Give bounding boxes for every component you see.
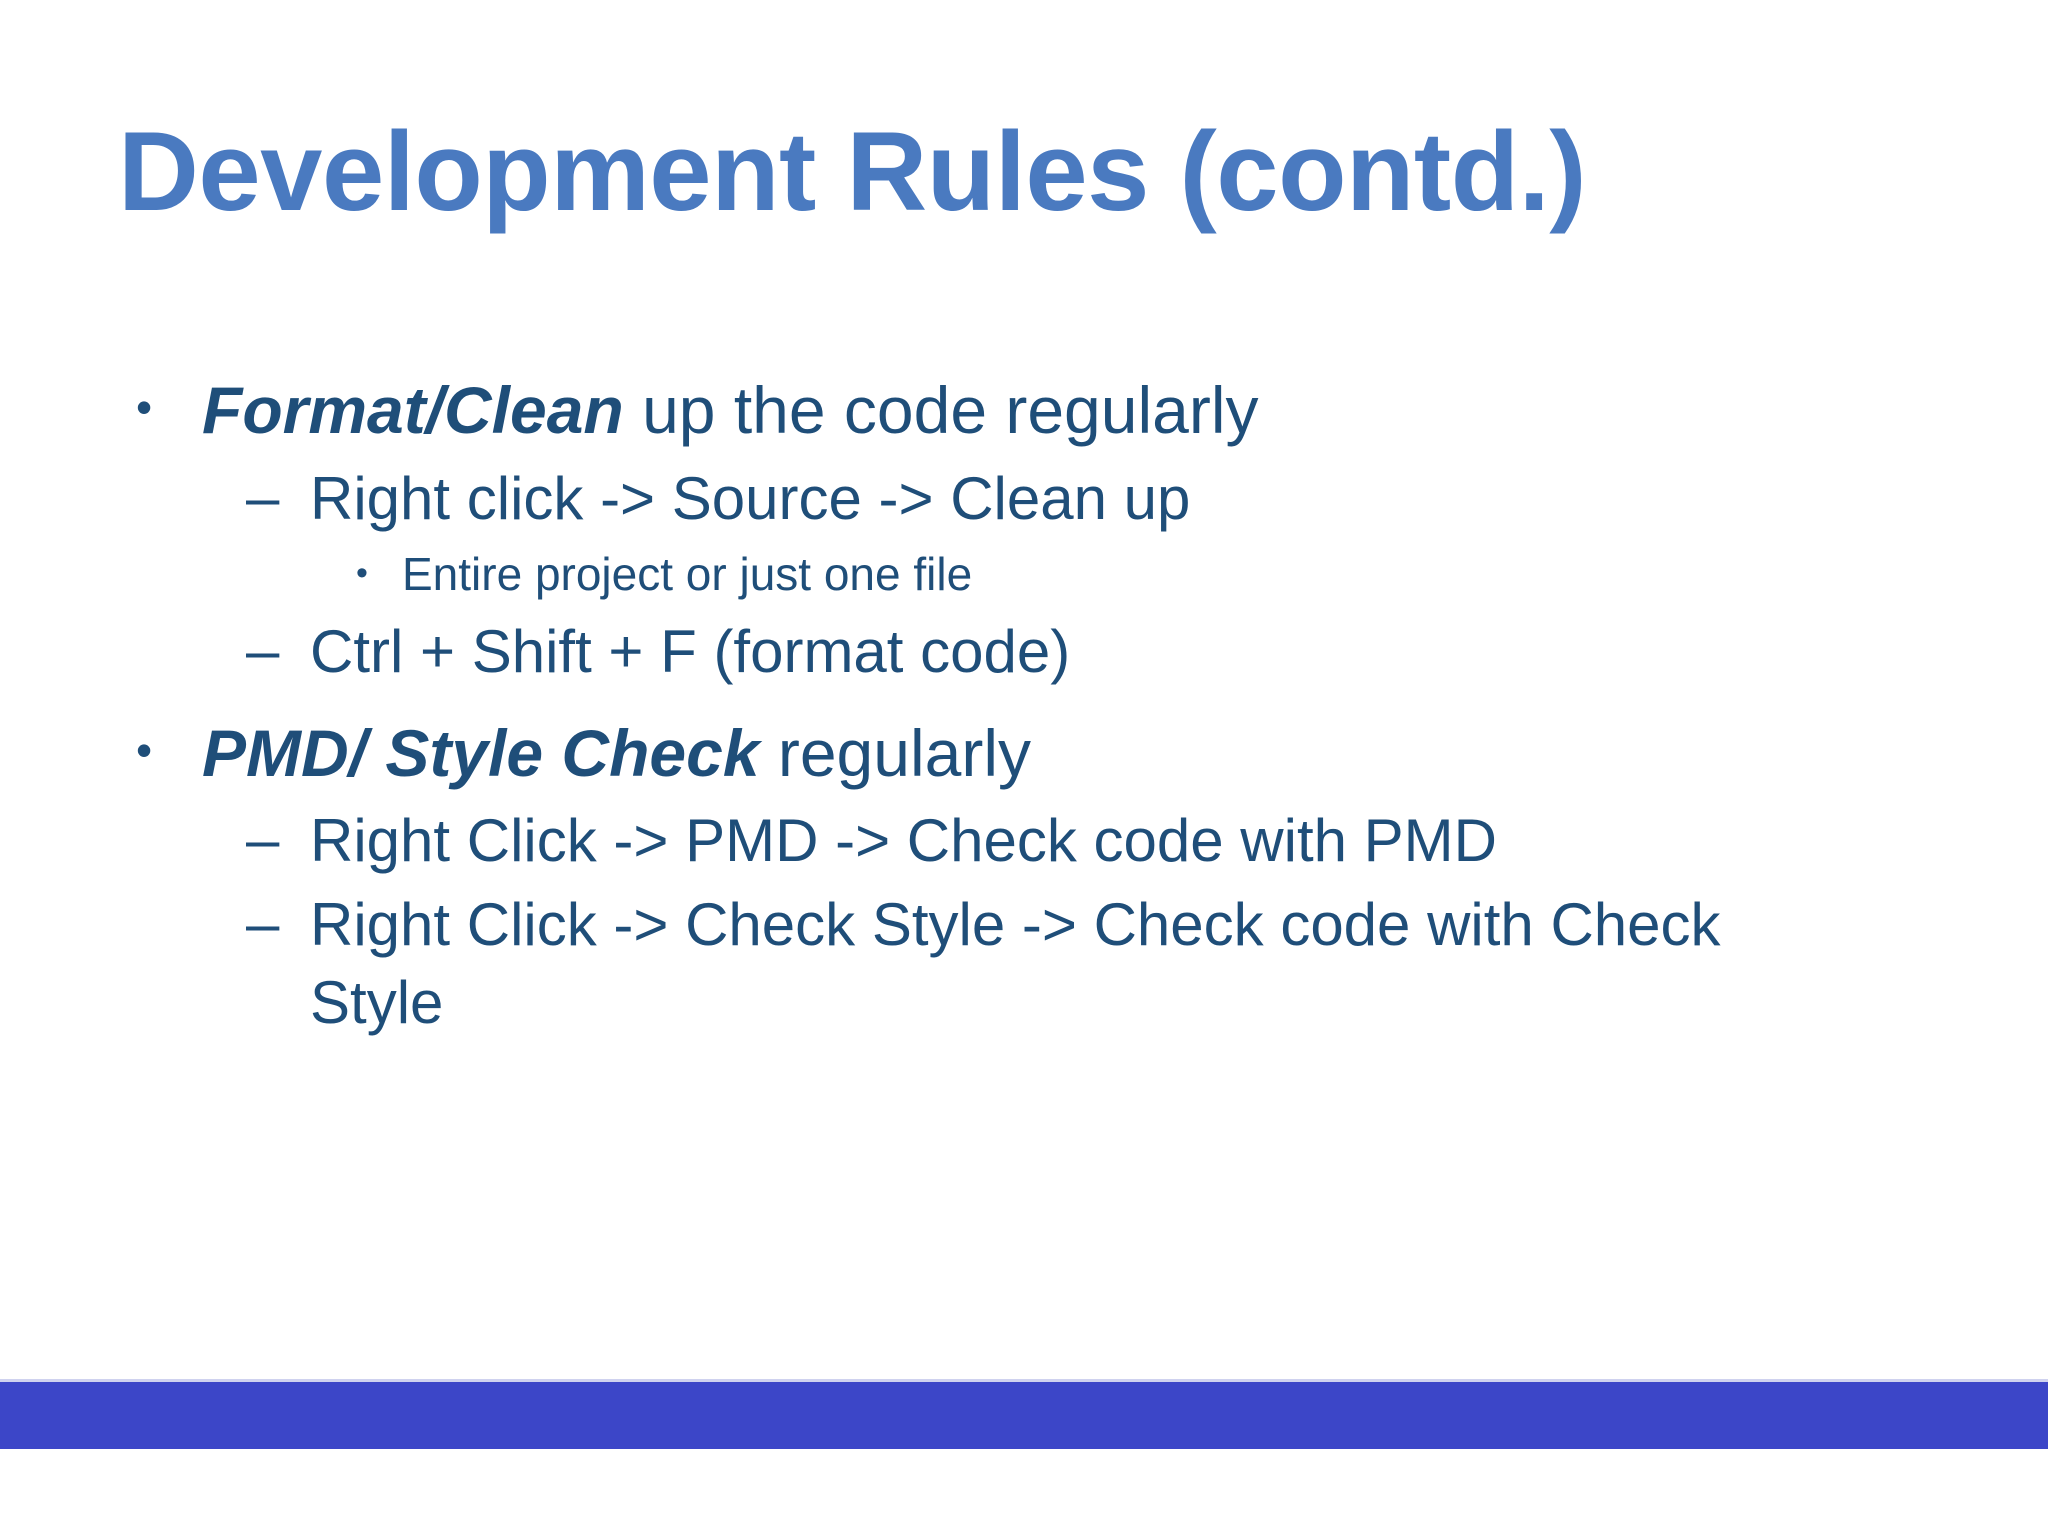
footer-bar-highlight [0,1379,2048,1382]
bullet-emphasis: PMD/ Style Check [202,715,760,790]
bullet-dot-icon: • [136,723,153,776]
bullet-level2-text: Ctrl + Shift + F (format code) [310,617,1071,685]
bullet-level2-ctrl-shift-f: – Ctrl + Shift + F (format code) [118,613,1818,691]
page-title: Development Rules (contd.) [118,109,1587,234]
bullet-emphasis: Format/Clean [202,373,624,447]
bullet-rest: up the code regularly [623,373,1259,447]
footer-accent-bar [0,1382,2048,1449]
slide-body: • Format/Clean up the code regularly – R… [118,368,1818,1048]
bullet-level1-text: Format/Clean up the code regularly [202,368,1818,454]
bullet-level2-right-click-source: – Right click -> Source -> Clean up [118,460,1818,538]
bullet-dash-icon: – [246,616,280,684]
bullet-dash-icon: – [246,890,280,958]
bullet-level1-format-clean: • Format/Clean up the code regularly [118,368,1818,454]
bullet-dash-icon: – [246,806,280,874]
bullet-level2-text: Right Click -> Check Style -> Check code… [310,891,1721,1037]
bullet-level2-right-click-pmd: – Right Click -> PMD -> Check code with … [118,802,1818,880]
bullet-dot-icon: • [136,381,153,433]
bullet-dash-icon: – [246,463,280,531]
bullet-level2-text: Right click -> Source -> Clean up [310,464,1191,532]
bullet-level2-right-click-check-style: – Right Click -> Check Style -> Check co… [118,886,1818,1042]
bullet-level2-text: Right Click -> PMD -> Check code with PM… [310,807,1497,875]
bullet-level3-text: Entire project or just one file [402,547,973,600]
bullet-rest: regularly [759,715,1031,790]
bullet-level1-text: PMD/ Style Check regularly [202,711,1818,797]
bullet-level3-entire-project: • Entire project or just one file [118,544,1818,605]
bullet-dot-icon: • [356,553,368,592]
bullet-level1-pmd-style-check: • PMD/ Style Check regularly [118,711,1818,797]
